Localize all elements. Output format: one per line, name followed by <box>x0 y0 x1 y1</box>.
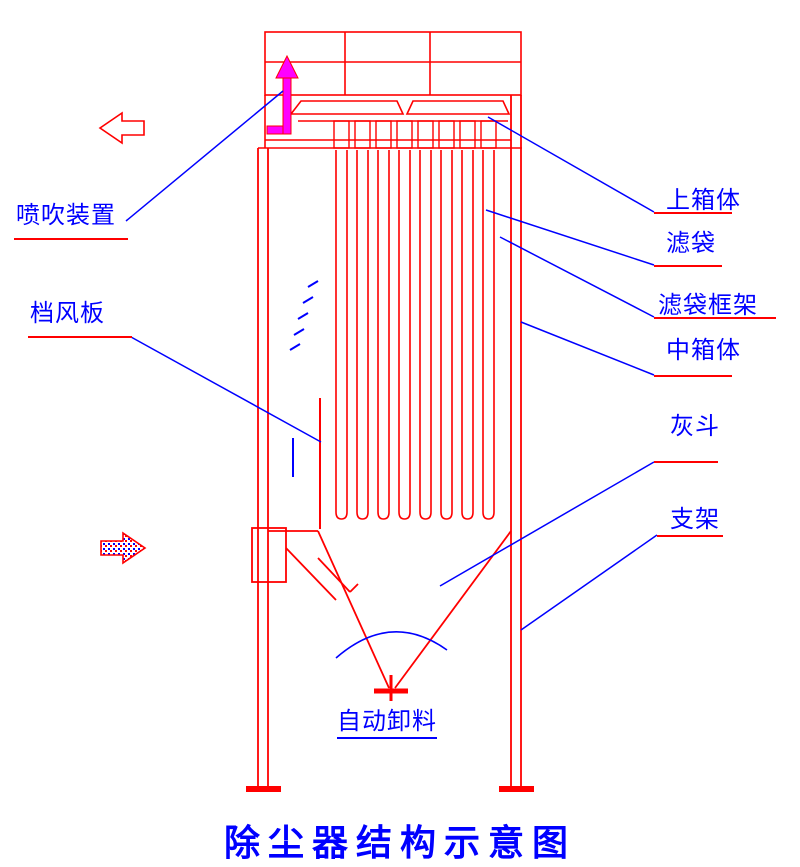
filter-bag <box>440 150 453 520</box>
label-blowing-device: 喷吹装置 <box>16 201 116 229</box>
inlet-flange <box>251 527 287 583</box>
underline-blowing-device <box>14 238 128 240</box>
filter-bag <box>482 150 495 520</box>
airflow-dashes <box>289 280 319 477</box>
label-middle-box: 中箱体 <box>666 336 741 364</box>
discharge-tee <box>374 675 408 701</box>
leader-filter-bag <box>485 209 655 266</box>
venturi-caps <box>333 120 497 149</box>
leader-wind-baffle <box>130 336 322 443</box>
diagram-title: 除尘器结构示意图 <box>223 823 576 863</box>
filter-bag <box>335 150 348 520</box>
underline-filter-bag <box>654 265 722 267</box>
label-upper-box: 上箱体 <box>666 186 741 214</box>
filter-bags-group <box>335 150 495 520</box>
label-ash-hopper: 灰斗 <box>670 412 720 440</box>
label-filter-bag-frame: 滤袋框架 <box>658 291 758 319</box>
leader-ash-hopper <box>439 461 655 587</box>
underline-ash-hopper <box>654 461 718 463</box>
leader-upper-box <box>487 116 655 213</box>
top-clean-air-plenum <box>258 31 522 149</box>
pulse-pipe-arrow <box>266 54 299 135</box>
label-filter-bag: 滤袋 <box>666 229 716 257</box>
filter-bag <box>419 150 432 520</box>
underline-support <box>657 535 723 537</box>
leader-blowing-device <box>125 90 284 222</box>
leader-lines <box>125 90 658 631</box>
material-level-arc <box>335 631 448 659</box>
air-outlet-arrow-icon <box>98 111 145 145</box>
label-support: 支架 <box>670 505 720 533</box>
leader-filter-bag-frame <box>499 236 655 318</box>
air-inlet-arrow-icon <box>100 531 147 565</box>
leader-support <box>520 534 658 631</box>
filter-bag <box>461 150 474 520</box>
underline-upper-box <box>654 212 732 214</box>
label-auto-discharge: 自动卸料 <box>337 708 437 740</box>
underline-wind-baffle <box>28 336 132 338</box>
label-wind-baffle: 档风板 <box>30 299 105 327</box>
support-columns <box>246 95 534 792</box>
hopper <box>251 398 512 689</box>
leader-middle-box <box>520 321 655 376</box>
filter-bag <box>398 150 411 520</box>
underline-middle-box <box>654 375 732 377</box>
filter-bag <box>356 150 369 520</box>
underline-filter-bag-frame <box>654 317 776 319</box>
filter-bag <box>377 150 390 520</box>
